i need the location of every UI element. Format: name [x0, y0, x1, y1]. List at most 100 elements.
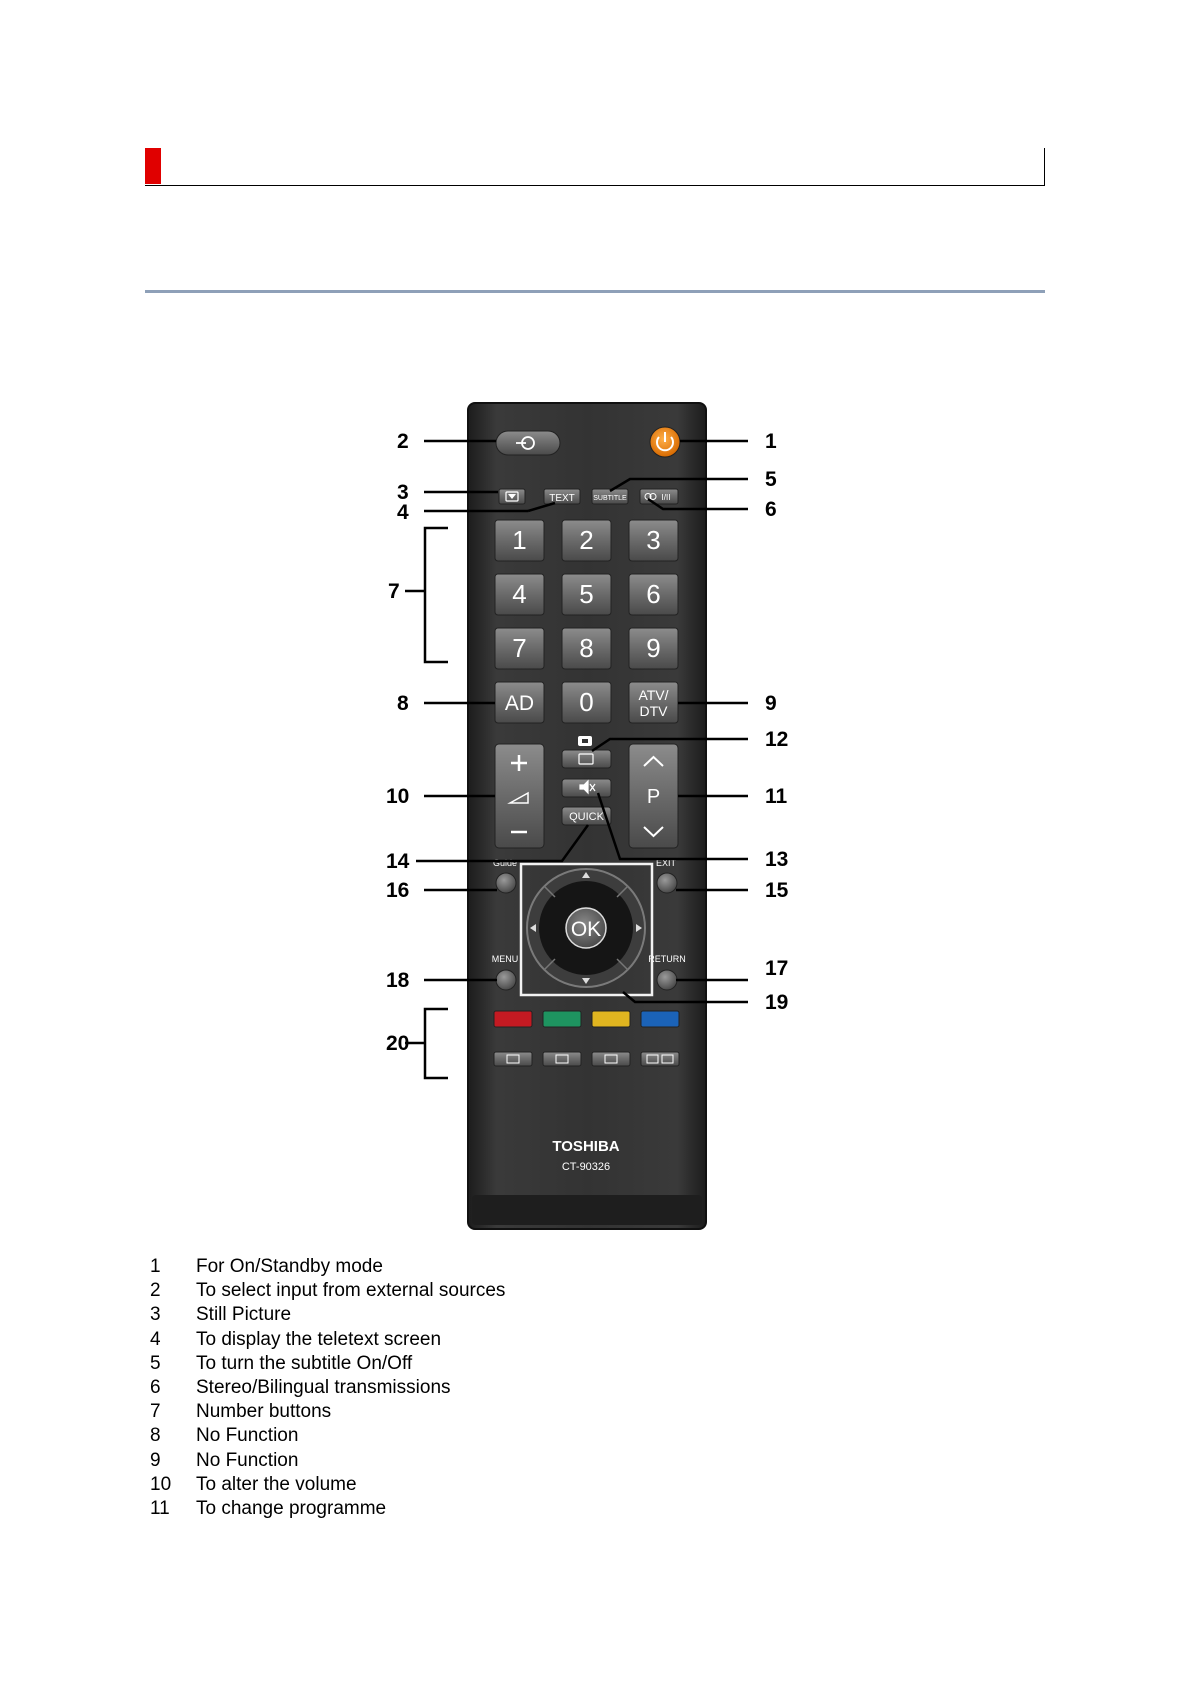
legend-number: 10: [150, 1473, 172, 1495]
legend-text: To display the teletext screen: [196, 1328, 442, 1350]
key-4-label: 4: [512, 579, 526, 609]
legend-text: To select input from external sources: [196, 1280, 506, 1302]
nav-left-icon: [530, 924, 536, 932]
key-8[interactable]: [561, 627, 612, 670]
legend-row: 4 To display the teletext screen: [150, 1328, 505, 1352]
legend-text: Still Picture: [196, 1304, 292, 1326]
remote-base: [472, 1195, 702, 1225]
teletext-key-1[interactable]: [493, 1051, 533, 1067]
callout-numbers: 2 1 3 5 4 6 7 8 9 12 10 11 14 13 16 15 1…: [386, 430, 789, 1055]
exit-button-label: EXIT: [656, 858, 677, 868]
teletext-key-2-icon: [555, 1054, 569, 1064]
exit-button[interactable]: [656, 872, 678, 894]
text-button[interactable]: [543, 488, 581, 505]
still-picture-icon: [505, 491, 519, 502]
key-3[interactable]: [628, 519, 679, 562]
volume-up-icon: [511, 755, 527, 771]
legend-text: Number buttons: [196, 1401, 332, 1423]
key-9[interactable]: [628, 627, 679, 670]
callout-5: 5: [765, 468, 777, 491]
callout-12: 12: [765, 728, 788, 751]
menu-button-label: MENU: [492, 954, 519, 964]
legend-text: For On/Standby mode: [196, 1256, 383, 1277]
legend-number: 4: [150, 1328, 161, 1350]
key-6[interactable]: [628, 573, 679, 616]
key-9-label: 9: [646, 633, 660, 663]
legend-number: 2: [150, 1280, 161, 1302]
legend-number: 7: [150, 1401, 161, 1423]
guide-button[interactable]: [495, 872, 517, 894]
callout-18: 18: [386, 969, 410, 992]
key-7[interactable]: [494, 627, 545, 670]
legend-text: No Function: [196, 1425, 299, 1447]
ok-button[interactable]: [565, 907, 607, 949]
key-1[interactable]: [494, 519, 545, 562]
power-icon: [656, 432, 674, 452]
atv-label: ATV/: [638, 687, 668, 703]
programme-up-icon: [643, 755, 664, 767]
legend-number: 6: [150, 1376, 161, 1398]
dtv-label: DTV: [640, 703, 669, 719]
callout-17: 17: [765, 957, 788, 980]
green-key[interactable]: [542, 1010, 582, 1028]
teletext-key-1-icon: [506, 1054, 520, 1064]
callout-lines: [405, 439, 748, 1080]
volume-icon: [507, 791, 529, 804]
callout-8: 8: [397, 692, 409, 715]
brand-logo: TOSHIBA: [552, 1138, 619, 1155]
callout-16: 16: [386, 879, 409, 902]
number-pad: 1 2 3 4 5 6 7 8 9 AD 0 ATV/ DTV: [494, 519, 679, 724]
blue-key[interactable]: [640, 1010, 680, 1028]
key-5[interactable]: [561, 573, 612, 616]
callout-20: 20: [386, 1032, 409, 1055]
callout-10: 10: [386, 785, 409, 808]
legend-number: 3: [150, 1304, 161, 1326]
guide-button-label: Guide: [493, 858, 517, 868]
legend-number: 11: [150, 1497, 170, 1519]
callout-4: 4: [397, 501, 409, 524]
quick-button-label: QUICK: [569, 811, 605, 823]
callout-1: 1: [765, 430, 777, 453]
callout-9: 9: [765, 692, 777, 715]
menu-button[interactable]: [495, 969, 517, 991]
red-key[interactable]: [493, 1010, 533, 1028]
key-0[interactable]: [561, 681, 612, 724]
teletext-key-3-icon: [604, 1054, 618, 1064]
legend-text: Stereo/Bilingual transmissions: [196, 1376, 451, 1398]
stereo-button[interactable]: [639, 488, 679, 505]
callout-11: 11: [765, 785, 788, 808]
yellow-key[interactable]: [591, 1010, 631, 1028]
key-2[interactable]: [561, 519, 612, 562]
legend-number: 8: [150, 1425, 161, 1447]
key-3-label: 3: [646, 525, 660, 555]
key-1-label: 1: [512, 525, 526, 555]
subtitle-button[interactable]: [591, 488, 629, 505]
key-2-label: 2: [579, 525, 593, 555]
programme-down-icon: [643, 826, 664, 838]
callout-19: 19: [765, 991, 788, 1014]
teletext-key-4-icon-a: [646, 1054, 659, 1064]
key-4[interactable]: [494, 573, 545, 616]
text-button-label: TEXT: [549, 493, 575, 504]
key-5-label: 5: [579, 579, 593, 609]
teletext-key-2[interactable]: [542, 1051, 582, 1067]
nav-up-icon: [582, 872, 590, 878]
return-button-label: RETURN: [648, 954, 686, 964]
legend-row: 7 Number buttons: [150, 1400, 505, 1424]
input-button[interactable]: [495, 430, 561, 456]
teletext-key-3[interactable]: [591, 1051, 631, 1067]
section-divider: [145, 290, 1045, 293]
teletext-key-4-icon-b: [661, 1054, 674, 1064]
return-button[interactable]: [656, 969, 678, 991]
nav-down-icon: [582, 978, 590, 984]
programme-label: P: [647, 786, 660, 808]
teletext-icon: [578, 753, 594, 765]
navigation-area-outline: [519, 862, 654, 997]
teletext-button[interactable]: [561, 749, 612, 769]
key-0-label: 0: [579, 687, 593, 717]
